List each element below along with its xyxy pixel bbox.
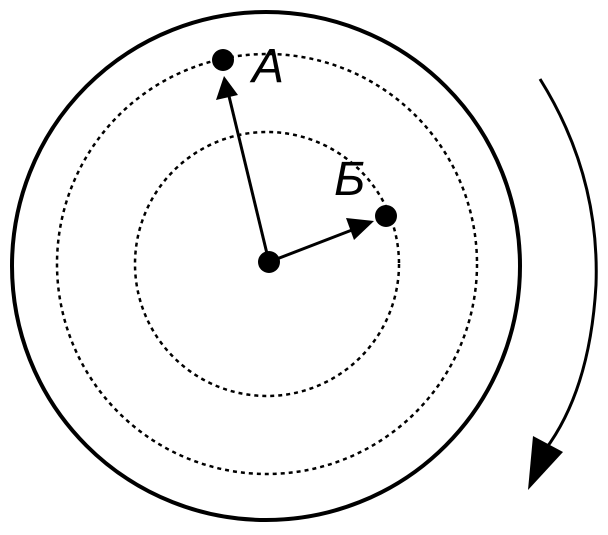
- orbit-a: [55, 52, 479, 476]
- label-a: А: [249, 40, 284, 93]
- radius-vector-b: [268, 218, 374, 264]
- point-a: [212, 49, 234, 71]
- point-b: [375, 205, 397, 227]
- radius-vector-a: [216, 76, 271, 263]
- rotation-direction-arrow: [528, 78, 598, 490]
- center-point: [258, 251, 280, 273]
- disk-outline: [10, 10, 522, 522]
- orbit-b: [133, 130, 401, 398]
- label-b: Б: [334, 153, 365, 206]
